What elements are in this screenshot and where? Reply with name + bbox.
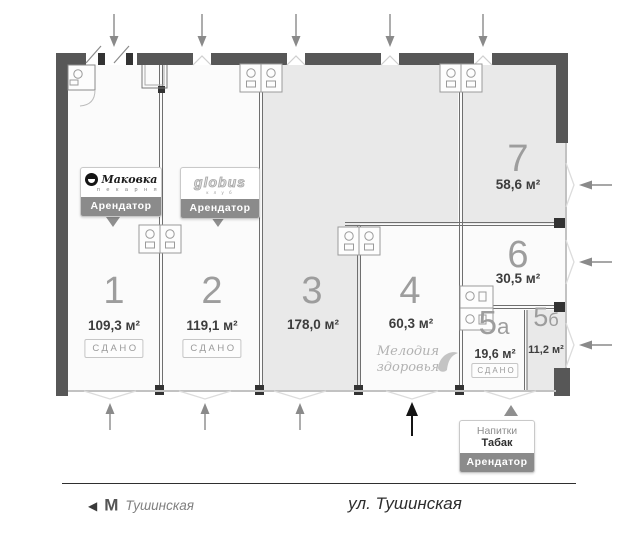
- footer-divider: [62, 483, 576, 484]
- unit-6-area: 30,5 м²: [495, 271, 541, 286]
- tenant-sign-globus: globus к л у б Арендатор: [180, 167, 260, 219]
- makovka-logo: Маковка: [81, 168, 161, 186]
- wc-pair-top-23: [239, 63, 283, 93]
- unit-6-number: 6: [507, 234, 529, 276]
- glass-facades: [68, 143, 575, 400]
- makovka-logo-text: Маковка: [101, 173, 158, 186]
- unit-7-region: [462, 65, 566, 224]
- outer-walls: [56, 53, 570, 396]
- unit-4-area: 60,3 м²: [388, 316, 434, 331]
- tenant-sign-makovka: Маковка п е к а р н я Арендатор: [80, 167, 162, 217]
- sign-pointer-down-1: [106, 217, 120, 227]
- metro-icon: М: [104, 496, 119, 515]
- wc-fixtures: [67, 63, 494, 372]
- unit-7-area: 58,6 м²: [495, 177, 541, 192]
- tenant-watermark-melodia: Мелодия здоровья: [377, 344, 440, 375]
- unit-2-area: 119,1 м²: [186, 318, 238, 333]
- globus-logo-sub: к л у б: [206, 190, 234, 195]
- unit-1-number: 1: [103, 270, 125, 312]
- top-door-marks: [85, 45, 493, 66]
- globus-logo-text: globus: [194, 174, 246, 191]
- makovka-logo-icon: [84, 173, 98, 186]
- tenant-sign-drinks-tobacco: Напитки Табак Арендатор: [459, 420, 535, 473]
- unit-5a-area: 19,6 м²: [474, 347, 516, 361]
- wc-closet: [67, 64, 96, 107]
- wc-pair-mid-12: [138, 224, 182, 254]
- unit-5b-area: 11,2 м²: [528, 344, 564, 356]
- metro-station-name: Тушинская: [125, 498, 194, 513]
- unit-5a-number: 5а: [478, 304, 510, 341]
- wc-pair-top-47: [439, 63, 483, 93]
- unit-2-number: 2: [201, 270, 223, 312]
- main-entrance-arrow: [406, 402, 418, 436]
- bird-icon: [438, 352, 458, 372]
- shaft: [141, 65, 168, 89]
- makovka-logo-sub: п е к а р н я: [96, 187, 160, 193]
- street-name-label: ул. Тушинская: [348, 494, 462, 513]
- unit-1-area: 109,3 м²: [87, 318, 141, 333]
- unit-5a-status-badge: СДАНО: [471, 363, 519, 378]
- unit-3-area: 178,0 м²: [286, 317, 340, 332]
- globus-tenant-label: Арендатор: [181, 199, 259, 218]
- unit-5b-number: 5б: [533, 302, 559, 332]
- melodia-line2: здоровья: [376, 359, 440, 375]
- wc-pair-mid-34: [337, 226, 381, 256]
- unit-4-number: 4: [399, 270, 421, 312]
- melodia-line1: Мелодия: [376, 344, 440, 359]
- unit-7-number: 7: [507, 138, 529, 180]
- unit-1-status-badge: СДАНО: [84, 339, 144, 358]
- drinks-line1: Напитки: [476, 425, 518, 437]
- unit-2-status-badge: СДАНО: [182, 339, 242, 358]
- sign-pointer-up: [504, 405, 518, 416]
- unit-3-number: 3: [301, 270, 323, 312]
- wc-pair-65a: [459, 285, 494, 331]
- drinks-line2: Табак: [481, 437, 513, 449]
- metro-station-label: ◀ М Тушинская: [88, 497, 194, 514]
- drinks-tenant-label: Арендатор: [460, 453, 534, 472]
- makovka-tenant-label: Арендатор: [81, 197, 161, 216]
- west-arrow-icon: ◀: [88, 498, 98, 513]
- entrance-arrows: [105, 14, 612, 436]
- sign-pointer-down-2: [211, 217, 225, 227]
